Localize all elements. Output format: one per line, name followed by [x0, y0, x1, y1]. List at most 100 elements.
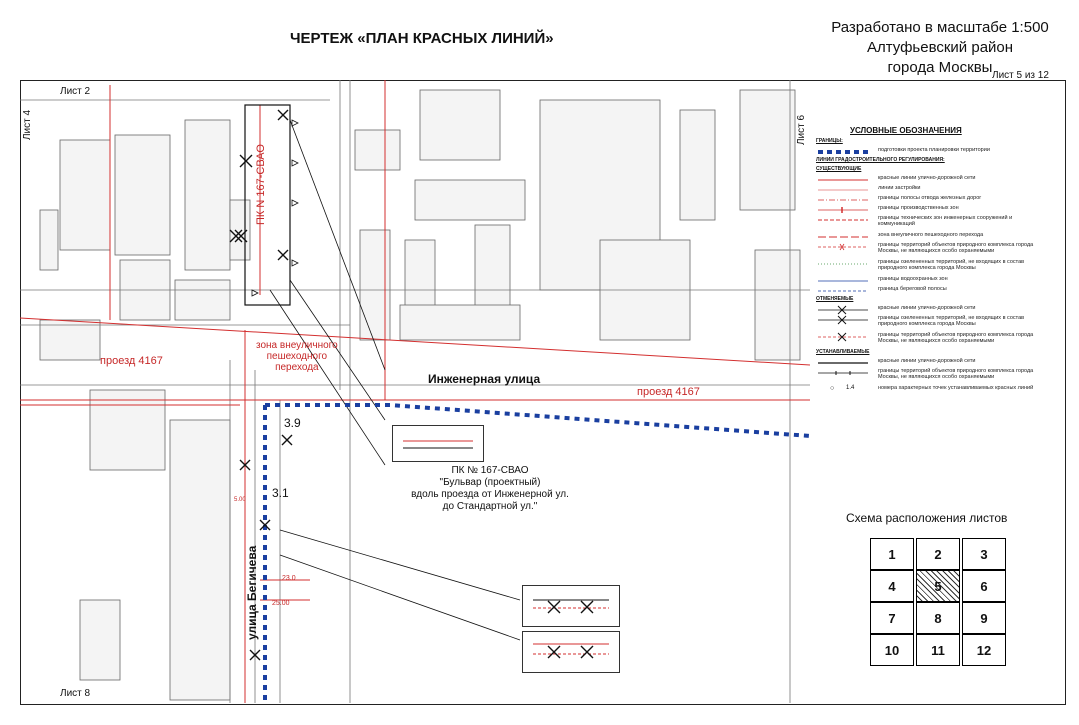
legend-text: границы территорий объектов природного к… [878, 242, 1034, 254]
cancelled-symbol [533, 599, 609, 614]
legend-item: границы территорий объектов природного к… [816, 332, 1056, 344]
scheme-cell-12: 12 [962, 634, 1006, 666]
scheme-cell-number: 4 [888, 578, 896, 594]
map-canvas [20, 80, 810, 703]
sheet-label-right: Лист 6 [796, 114, 807, 145]
scheme-cell-number: 6 [980, 578, 988, 594]
legend-text: красные линии улично-дорожной сети [878, 175, 976, 181]
scheme-cell-number: 8 [934, 610, 942, 626]
legend-text: границы полосы отвода железных дорог [878, 195, 982, 201]
scheme-title: Схема расположения листов [846, 511, 1008, 525]
legend-symbol [816, 305, 870, 315]
pk-note-line: ПК № 167-СВАО [451, 465, 529, 476]
legend-symbol [816, 195, 870, 205]
zone-label-line: пешеходного [266, 351, 328, 362]
legend-symbol [816, 147, 870, 157]
legend-text: границы производственных зон [878, 205, 959, 211]
scale-info: Разработано в масштабе 1:500 Алтуфьевски… [820, 18, 1060, 78]
street-main: Инженерная улица [428, 372, 541, 386]
scheme-cell-9: 9 [962, 602, 1006, 634]
zone-label: зона внеуличного пешеходного перехода [256, 340, 338, 373]
legend-item: границы территорий объектов природного к… [816, 368, 1056, 380]
legend-item: красные линии улично-дорожной сети [816, 358, 1056, 370]
legend-item: границы озелененных территорий, не входя… [816, 259, 1056, 271]
legend-group-head: ОТМЕНЯЕМЫЕ [816, 296, 854, 302]
scheme-cell-10: 10 [870, 634, 914, 666]
scheme-cell-number: 12 [976, 642, 992, 658]
scheme-cell-3: 3 [962, 538, 1006, 570]
legend-symbol: ○ 1.4 [816, 385, 870, 395]
legend-group-head: ГРАНИЦЫ: [816, 138, 843, 144]
cancelled-symbol [533, 643, 609, 659]
street-vertical: улица Бегичева [245, 545, 259, 640]
dimension-label: 5.00 [234, 497, 246, 503]
sheet-label-top-left: Лист 2 [60, 86, 91, 97]
passage-left: проезд 4167 [100, 355, 163, 367]
pk-note-line: вдоль проезда от Инженерной ул. [411, 489, 569, 500]
zone-label-line: перехода [275, 362, 319, 373]
drawing-title: ЧЕРТЕЖ «ПЛАН КРАСНЫХ ЛИНИЙ» [290, 30, 554, 47]
pk-rotated-label: ПК N 167-СВАО [255, 144, 267, 225]
legend-symbol [816, 286, 870, 296]
legend-text: линии застройки [878, 185, 921, 191]
scheme-cell-number: 2 [934, 546, 942, 562]
legend-symbol [816, 175, 870, 185]
scheme-cell-8: 8 [916, 602, 960, 634]
point-label: 3.1 [272, 486, 289, 500]
pk-note-line: до Стандартной ул." [442, 501, 538, 512]
legend-symbol [816, 185, 870, 195]
legend-item: зона внеуличного пешеходного перехода [816, 232, 1056, 244]
legend-symbol [816, 332, 870, 342]
point-label: 3.9 [284, 416, 301, 430]
legend-symbol [816, 276, 870, 286]
legend-symbol [816, 358, 870, 368]
legend-text: границы технических зон инженерных соору… [878, 215, 1013, 227]
passage-right: проезд 4167 [637, 386, 700, 398]
legend-item: границы водоохранных зон [816, 276, 1056, 288]
scheme-cell-number: 1 [888, 546, 896, 562]
legend-item: границы технических зон инженерных соору… [816, 215, 1056, 227]
scheme-cell-number: 7 [888, 610, 896, 626]
legend-item: подготовки проекта планировки территории [816, 147, 1056, 159]
scheme-cell-number: 5 [934, 578, 942, 594]
dimension-label: 25.00 [272, 600, 290, 607]
inset-cancelled-2 [522, 631, 620, 673]
scheme-cell-4: 4 [870, 570, 914, 602]
legend-item: граница береговой полосы [816, 286, 1056, 298]
legend-item: красные линии улично-дорожной сети [816, 305, 1056, 317]
legend-symbol [816, 315, 870, 325]
pk-note: ПК № 167-СВАО "Бульвар (проектный) вдоль… [400, 465, 580, 513]
legend-text: красные линии улично-дорожной сети [878, 305, 976, 311]
legend-symbol [816, 232, 870, 242]
dimension-label: 23.0 [282, 575, 296, 582]
pk-note-line: "Бульвар (проектный) [439, 477, 541, 488]
legend-group-head: УСТАНАВЛИВАЕМЫЕ [816, 349, 870, 355]
scheme-cell-6: 6 [962, 570, 1006, 602]
legend-text: красные линии улично-дорожной сети [878, 358, 976, 364]
legend-text: зона внеуличного пешеходного перехода [878, 232, 984, 238]
city-line: города Москвы [887, 59, 993, 76]
legend-text: границы водоохранных зон [878, 276, 948, 282]
point-marker-label: 1.4 [846, 385, 855, 391]
sheet-label-left: Лист 4 [22, 109, 33, 140]
legend-item: линии застройки [816, 185, 1056, 197]
sheet-number: Лист 5 из 12 [992, 70, 1049, 81]
scheme-cell-7: 7 [870, 602, 914, 634]
scheme-cell-number: 9 [980, 610, 988, 626]
scheme-cell-number: 3 [980, 546, 988, 562]
legend-symbol [816, 215, 870, 225]
point-symbol: ○ [830, 385, 835, 392]
legend-symbol [816, 205, 870, 215]
legend-symbol [816, 368, 870, 378]
scheme-cell-5: 5 [916, 570, 960, 602]
district-line: Алтуфьевский район [866, 39, 1014, 56]
legend-item: границы производственных зон [816, 205, 1056, 217]
legend-group-head: СУЩЕСТВУЮЩИЕ [816, 166, 862, 172]
legend-item: границы полосы отвода железных дорог [816, 195, 1056, 207]
inset-cancelled-1 [522, 585, 620, 627]
legend-item: границы озелененных территорий, не входя… [816, 315, 1056, 327]
legend-text: границы территорий объектов природного к… [878, 368, 1034, 380]
legend-text: граница береговой полосы [878, 286, 947, 292]
legend-title: УСЛОВНЫЕ ОБОЗНАЧЕНИЯ [850, 126, 962, 135]
